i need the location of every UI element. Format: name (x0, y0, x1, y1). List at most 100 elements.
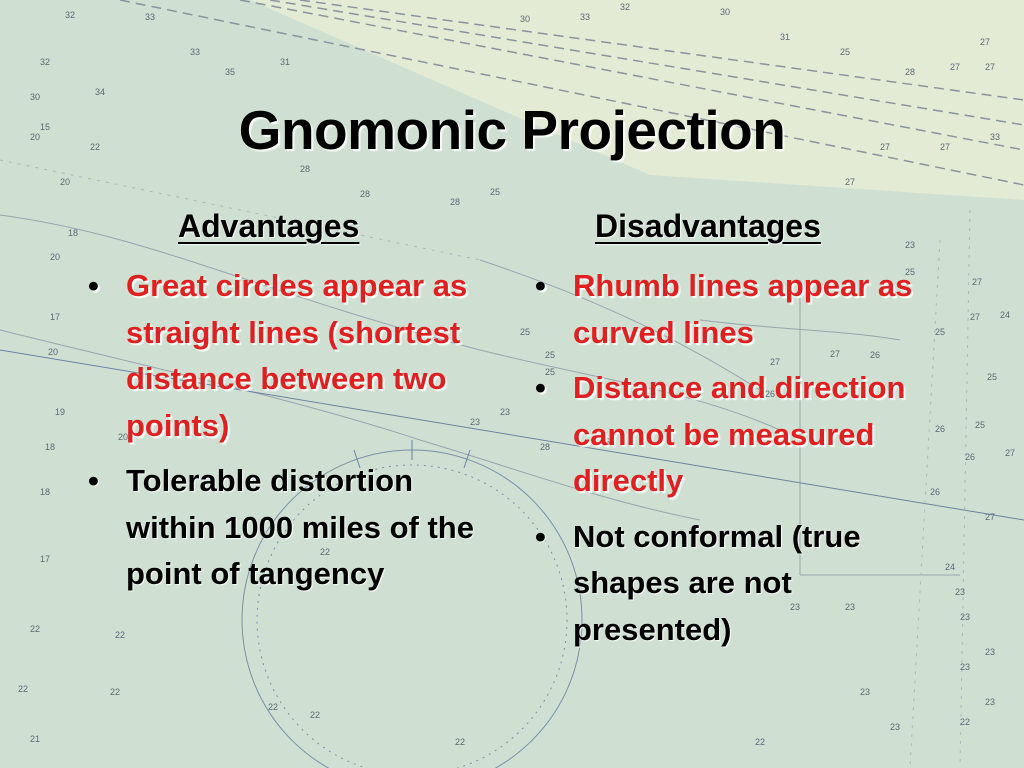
bullet-icon: • (535, 518, 546, 554)
svg-text:27: 27 (940, 142, 950, 152)
svg-text:31: 31 (780, 32, 790, 42)
svg-text:23: 23 (890, 722, 900, 732)
svg-text:27: 27 (985, 512, 995, 522)
list-item: • Not conformal (true shapes are not pre… (525, 514, 915, 654)
bullet-text: Distance and direction cannot be measure… (573, 370, 906, 498)
svg-text:27: 27 (880, 142, 890, 152)
bullet-icon: • (88, 268, 99, 303)
svg-text:22: 22 (310, 710, 320, 720)
svg-text:15: 15 (40, 122, 50, 132)
svg-text:22: 22 (268, 702, 278, 712)
svg-text:27: 27 (845, 177, 855, 187)
svg-text:23: 23 (500, 407, 510, 417)
slide-title: Gnomonic Projection (238, 99, 786, 161)
svg-text:22: 22 (90, 142, 100, 152)
disadvantages-list: • Rhumb lines appear as curved lines • D… (525, 263, 915, 653)
svg-text:33: 33 (990, 132, 1000, 142)
svg-text:22: 22 (110, 687, 120, 697)
svg-text:26: 26 (765, 389, 775, 399)
svg-text:17: 17 (50, 312, 60, 322)
svg-text:24: 24 (1000, 310, 1010, 320)
svg-text:25: 25 (840, 47, 850, 57)
svg-text:23: 23 (860, 687, 870, 697)
svg-text:20: 20 (30, 132, 40, 142)
svg-text:30: 30 (520, 14, 530, 24)
svg-text:22: 22 (755, 737, 765, 747)
svg-text:31: 31 (280, 57, 290, 67)
svg-text:23: 23 (845, 602, 855, 612)
svg-text:22: 22 (18, 684, 28, 694)
svg-text:26: 26 (870, 350, 880, 360)
svg-text:20: 20 (50, 252, 60, 262)
svg-text:26: 26 (935, 424, 945, 434)
svg-text:20: 20 (48, 347, 58, 357)
svg-text:23: 23 (985, 697, 995, 707)
bullet-icon: • (535, 370, 546, 405)
svg-text:25: 25 (987, 372, 997, 382)
svg-text:25: 25 (520, 327, 530, 337)
svg-text:27: 27 (985, 62, 995, 72)
svg-text:23: 23 (960, 612, 970, 622)
svg-text:28: 28 (905, 67, 915, 77)
svg-text:32: 32 (65, 10, 75, 20)
svg-text:25: 25 (545, 350, 555, 360)
disadvantages-column: Disadvantages • Rhumb lines appear as cu… (525, 208, 915, 662)
svg-text:19: 19 (55, 407, 65, 417)
svg-text:27: 27 (970, 312, 980, 322)
svg-text:28: 28 (300, 164, 310, 174)
svg-text:28: 28 (540, 442, 550, 452)
svg-text:23: 23 (790, 602, 800, 612)
svg-text:25: 25 (490, 187, 500, 197)
svg-text:27: 27 (1005, 448, 1015, 458)
svg-text:27: 27 (830, 349, 840, 359)
svg-text:17: 17 (40, 554, 50, 564)
svg-text:22: 22 (115, 630, 125, 640)
svg-text:35: 35 (225, 67, 235, 77)
svg-text:24: 24 (945, 562, 955, 572)
svg-text:26: 26 (930, 487, 940, 497)
svg-text:23: 23 (905, 240, 915, 250)
svg-text:22: 22 (320, 547, 330, 557)
list-item: • Tolerable distortion within 1000 miles… (78, 458, 478, 598)
svg-text:23: 23 (470, 417, 480, 427)
bullet-icon: • (535, 268, 546, 303)
svg-text:27: 27 (950, 62, 960, 72)
svg-text:25: 25 (935, 327, 945, 337)
svg-text:23: 23 (955, 587, 965, 597)
svg-text:23: 23 (960, 662, 970, 672)
list-item: • Rhumb lines appear as curved lines (525, 263, 915, 356)
svg-text:25: 25 (905, 267, 915, 277)
svg-text:18: 18 (45, 442, 55, 452)
svg-text:27: 27 (770, 357, 780, 367)
svg-text:27: 27 (972, 277, 982, 287)
svg-text:22: 22 (960, 717, 970, 727)
svg-text:34: 34 (95, 87, 105, 97)
bullet-text: Not conformal (true shapes are not prese… (573, 518, 861, 647)
svg-text:25: 25 (545, 367, 555, 377)
svg-text:27: 27 (980, 37, 990, 47)
svg-text:26: 26 (965, 452, 975, 462)
list-item: • Great circles appear as straight lines… (78, 263, 478, 449)
svg-text:33: 33 (190, 47, 200, 57)
bullet-icon: • (88, 463, 99, 498)
svg-text:32: 32 (620, 2, 630, 12)
svg-text:21: 21 (30, 734, 40, 744)
svg-text:30: 30 (30, 92, 40, 102)
svg-text:32: 32 (40, 57, 50, 67)
svg-text:22: 22 (455, 737, 465, 747)
advantages-column: Advantages • Great circles appear as str… (78, 208, 478, 607)
svg-text:33: 33 (580, 12, 590, 22)
svg-text:20: 20 (60, 177, 70, 187)
svg-text:18: 18 (68, 228, 78, 238)
svg-text:30: 30 (720, 7, 730, 17)
svg-text:25: 25 (975, 420, 985, 430)
bullet-text: Rhumb lines appear as curved lines (573, 268, 913, 350)
svg-text:25: 25 (600, 437, 610, 447)
bullet-text: Tolerable distortion within 1000 miles o… (126, 463, 474, 591)
svg-text:33: 33 (145, 12, 155, 22)
list-item: • Distance and direction cannot be measu… (525, 365, 915, 505)
disadvantages-heading: Disadvantages (595, 208, 821, 244)
svg-text:28: 28 (450, 197, 460, 207)
svg-text:18: 18 (40, 487, 50, 497)
